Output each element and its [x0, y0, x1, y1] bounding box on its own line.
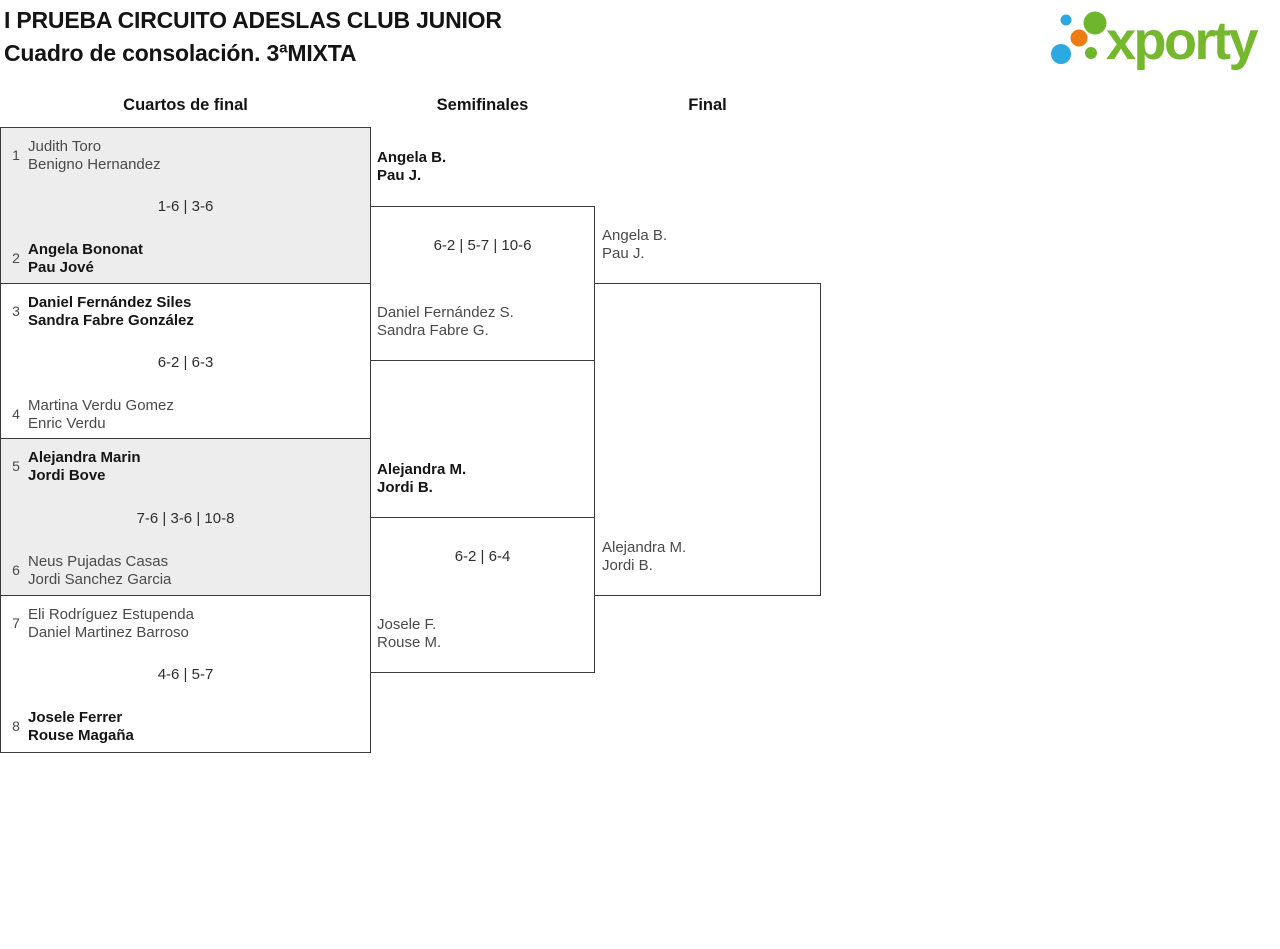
logo-dot-green-large [1083, 11, 1107, 35]
round-header-cuartos: Cuartos de final [123, 96, 248, 114]
player-name: Sandra Fabre G. [377, 322, 489, 339]
player-name: Neus Pujadas Casas [28, 553, 169, 570]
seed-number: 2 [12, 250, 20, 266]
sf1-score: 6-2 | 5-7 | 10-6 [433, 237, 532, 254]
team-names: Josele Ferrer Rouse Magaña [28, 709, 134, 745]
seed-number: 1 [12, 147, 20, 163]
sf1-bottom-team: Daniel Fernández S. Sandra Fabre G. [377, 304, 514, 340]
player-name: Alejandra Marin [28, 449, 141, 466]
player-name: Alejandra M. [602, 539, 687, 556]
player-name: Pau J. [602, 245, 645, 262]
logo-dot-blue-small [1060, 14, 1072, 26]
match-score: 7-6 | 3-6 | 10-8 [136, 510, 235, 527]
seed-number: 8 [12, 718, 20, 734]
player-name: Josele Ferrer [28, 709, 123, 726]
logo-dot-green-small [1085, 47, 1097, 59]
team-names: Neus Pujadas Casas Jordi Sanchez Garcia [28, 553, 171, 589]
logo-wordmark: xporty [1106, 11, 1259, 71]
player-name: Pau J. [377, 167, 422, 184]
player-name: Angela B. [377, 149, 447, 166]
player-name: Rouse Magaña [28, 727, 134, 744]
player-name: Judith Toro [28, 138, 102, 155]
seed-number: 5 [12, 458, 20, 474]
seed-number: 7 [12, 615, 20, 631]
sf1-top-team: Angela B. Pau J. [377, 149, 446, 185]
qf-match-2: 3 Daniel Fernández Siles Sandra Fabre Go… [0, 283, 371, 439]
title-line-2: Cuadro de consolación. 3ªMIXTA [4, 40, 357, 66]
sf2-bottom-team: Josele F. Rouse M. [377, 616, 441, 652]
player-name: Rouse M. [377, 634, 442, 651]
player-name: Josele F. [377, 616, 437, 633]
player-name: Benigno Hernandez [28, 156, 161, 173]
sf-match-2 [370, 517, 595, 673]
qf-match-3: 5 Alejandra Marin Jordi Bove 7-6 | 3-6 |… [0, 438, 371, 596]
match-score: 1-6 | 3-6 [157, 198, 214, 215]
final-slot-top-team: Angela B. Pau J. [602, 227, 667, 263]
seed-number: 4 [12, 406, 20, 422]
player-name: Pau Jové [28, 259, 94, 276]
player-name: Angela Bononat [28, 241, 143, 258]
player-name: Angela B. [602, 227, 668, 244]
seed-number: 3 [12, 303, 20, 319]
logo-dot-orange [1070, 29, 1088, 47]
player-name: Jordi B. [377, 479, 433, 496]
player-name: Jordi B. [602, 557, 653, 574]
sf2-top-team: Alejandra M. Jordi B. [377, 461, 466, 497]
match-score: 6-2 | 6-3 [157, 354, 214, 371]
xporty-logo[interactable]: xporty [1046, 2, 1280, 86]
player-name: Jordi Sanchez Garcia [28, 571, 172, 588]
player-name: Alejandra M. [377, 461, 467, 478]
sf2-score: 6-2 | 6-4 [454, 548, 511, 565]
player-name: Jordi Bove [28, 467, 106, 484]
page-title: I PRUEBA CIRCUITO ADESLAS CLUB JUNIOR Cu… [4, 4, 502, 70]
team-names: Martina Verdu Gomez Enric Verdu [28, 397, 174, 433]
player-name: Enric Verdu [28, 415, 106, 432]
team-names: Alejandra Marin Jordi Bove [28, 449, 141, 485]
seed-number: 6 [12, 562, 20, 578]
player-name: Daniel Martinez Barroso [28, 624, 189, 641]
team-names: Daniel Fernández Siles Sandra Fabre Gonz… [28, 294, 194, 330]
final-slot-bottom-team: Alejandra M. Jordi B. [602, 539, 686, 575]
round-header-final: Final [688, 96, 727, 114]
final-match [594, 283, 821, 596]
team-names: Judith Toro Benigno Hernandez [28, 138, 161, 174]
player-name: Eli Rodríguez Estupenda [28, 606, 194, 623]
player-name: Daniel Fernández S. [377, 304, 514, 321]
team-names: Angela Bononat Pau Jové [28, 241, 143, 277]
title-line-1: I PRUEBA CIRCUITO ADESLAS CLUB JUNIOR [4, 7, 502, 33]
team-names: Eli Rodríguez Estupenda Daniel Martinez … [28, 606, 194, 642]
player-name: Martina Verdu Gomez [28, 397, 174, 414]
qf-match-4: 7 Eli Rodríguez Estupenda Daniel Martine… [0, 595, 371, 753]
sf-match-1 [370, 206, 595, 361]
qf-match-1: 1 Judith Toro Benigno Hernandez 1-6 | 3-… [0, 127, 371, 284]
round-header-semifinales: Semifinales [436, 96, 529, 114]
player-name: Daniel Fernández Siles [28, 294, 192, 311]
player-name: Sandra Fabre González [28, 312, 194, 329]
logo-dot-blue-large [1051, 44, 1071, 64]
match-score: 4-6 | 5-7 [157, 666, 214, 683]
